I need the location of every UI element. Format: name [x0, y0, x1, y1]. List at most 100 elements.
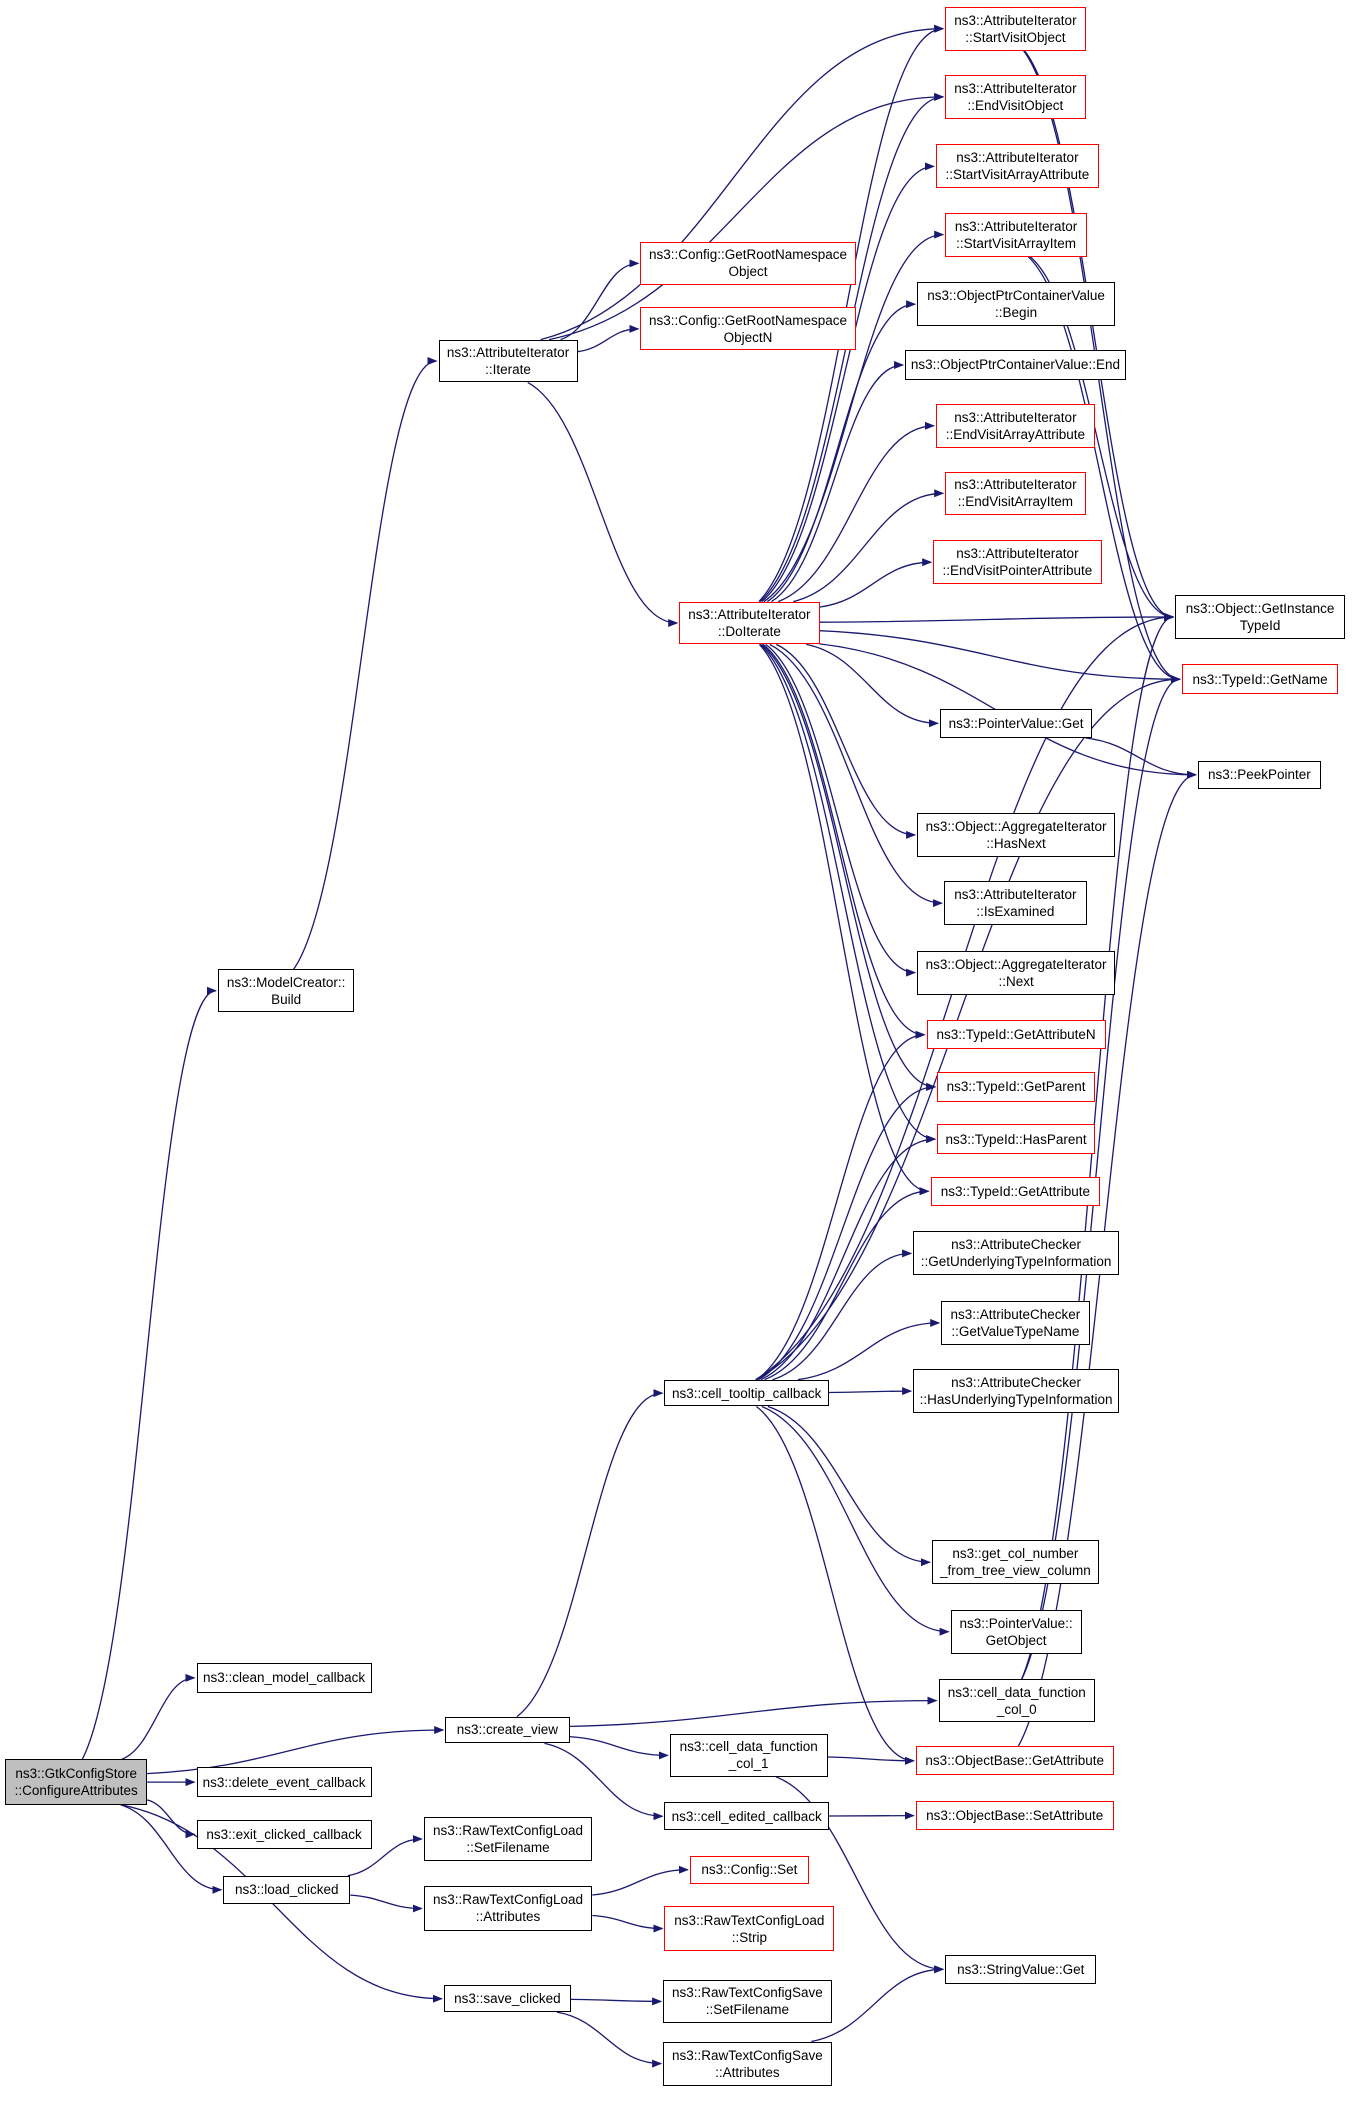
node-label-line: ns3::StringValue::Get [957, 1961, 1085, 1977]
node-typeid-getattrn[interactable]: ns3::TypeId::GetAttributeN [926, 1020, 1106, 1050]
node-label-line: ns3::AttributeIterator [446, 344, 570, 360]
node-cell-data-col0[interactable]: ns3::cell_data_function_col_0 [938, 1679, 1095, 1722]
node-ai-doiterate[interactable]: ns3::AttributeIterator::DoIterate [679, 601, 820, 645]
node-rtcl-setfilename[interactable]: ns3::RawTextConfigLoad::SetFilename [423, 1816, 593, 1862]
node-config-set[interactable]: ns3::Config::Set [689, 1855, 809, 1884]
node-label-line: ns3::AttributeChecker [951, 1375, 1081, 1391]
node-typeid-getparent[interactable]: ns3::TypeId::GetParent [937, 1072, 1095, 1102]
node-label-line: Build [271, 991, 302, 1007]
node-start-visit-object[interactable]: ns3::AttributeIterator::StartVisitObject [945, 6, 1086, 51]
node-label-line: ::ConfigureAttributes [14, 1783, 138, 1799]
edge-ai-iterate-to-ai-doiterate [527, 381, 679, 627]
node-modelcreator-build[interactable]: ns3::ModelCreator::Build [217, 969, 355, 1013]
node-label-line: ::StartVisitArrayItem [956, 235, 1076, 251]
node-label-line: ns3::RawTextConfigLoad [674, 1912, 825, 1928]
node-start-visit-array-item[interactable]: ns3::AttributeIterator::StartVisitArrayI… [945, 212, 1087, 257]
edge-create-view-to-cell-data-col1 [569, 1735, 669, 1760]
node-objbase-setattr[interactable]: ns3::ObjectBase::SetAttribute [915, 1800, 1114, 1831]
node-label-line: ns3::exit_clicked_callback [206, 1826, 362, 1842]
node-label-line: ::StartVisitArrayAttribute [945, 167, 1090, 183]
node-label-line: ::Begin [995, 305, 1038, 321]
node-rtcl-strip[interactable]: ns3::RawTextConfigLoad::Strip [664, 1906, 835, 1951]
edge-ai-doiterate-to-agg-next [765, 643, 917, 977]
node-label-line: ::HasNext [986, 835, 1046, 851]
edge-ai-doiterate-to-end-visit-pointer-attr [819, 558, 933, 608]
node-label-line: ::EndVisitObject [967, 97, 1064, 113]
edge-pointervalue-get-to-peekpointer [1085, 737, 1197, 779]
node-stringvalue-get[interactable]: ns3::StringValue::Get [945, 1954, 1097, 1985]
edge-ai-doiterate-to-agg-hasnext [776, 643, 917, 839]
edge-ai-doiterate-to-pointervalue-get [806, 643, 939, 728]
node-typeid-hasparent[interactable]: ns3::TypeId::HasParent [937, 1124, 1095, 1154]
node-get-col-number[interactable]: ns3::get_col_number_from_tree_view_colum… [931, 1540, 1099, 1585]
node-typeid-getattr[interactable]: ns3::TypeId::GetAttribute [930, 1176, 1101, 1206]
node-label-line: ::Attributes [715, 2064, 780, 2080]
node-rtcl-attributes[interactable]: ns3::RawTextConfigLoad::Attributes [423, 1886, 593, 1931]
node-label-line: ns3::AttributeIterator [954, 409, 1077, 425]
edge-ai-iterate-to-get-root-ns-n [577, 324, 640, 353]
edge-cell-tooltip-to-typeid-getattr [764, 1187, 930, 1381]
node-label-line: ::SetFilename [466, 1839, 550, 1855]
edge-cell-tooltip-to-ac-underlying-info [772, 1249, 913, 1381]
node-label-line: ns3::load_clicked [234, 1882, 339, 1898]
node-save-clicked[interactable]: ns3::save_clicked [443, 1985, 571, 2013]
edge-root-to-load-clicked [120, 1804, 223, 1894]
node-create-view[interactable]: ns3::create_view [445, 1716, 570, 1744]
edge-cell-tooltip-to-typeid-hasparent [760, 1135, 937, 1381]
node-cell-data-col1[interactable]: ns3::cell_data_function_col_1 [669, 1734, 828, 1777]
node-start-visit-array-attr[interactable]: ns3::AttributeIterator::StartVisitArrayA… [935, 144, 1099, 189]
node-label-line: ns3::AttributeChecker [950, 1306, 1081, 1322]
edge-ai-doiterate-to-ai-isexamined [769, 643, 943, 908]
node-rtcs-attributes[interactable]: ns3::RawTextConfigSave::Attributes [663, 2041, 832, 2086]
edge-cell-data-col1-to-stringvalue-get [775, 1776, 945, 1974]
node-label-line: ns3::TypeId::GetAttributeN [936, 1027, 1096, 1043]
node-label-line: ns3::save_clicked [454, 1991, 561, 2007]
node-end-visit-pointer-attr[interactable]: ns3::AttributeIterator::EndVisitPointerA… [933, 540, 1102, 585]
node-root: ns3::GtkConfigStore::ConfigureAttributes [5, 1759, 148, 1805]
node-clean-model[interactable]: ns3::clean_model_callback [196, 1663, 372, 1693]
edge-create-view-to-cell-tooltip [516, 1389, 664, 1718]
node-cell-tooltip[interactable]: ns3::cell_tooltip_callback [664, 1379, 829, 1407]
node-pointervalue-get[interactable]: ns3::PointerValue::Get [939, 708, 1093, 738]
node-ac-has-underlying[interactable]: ns3::AttributeChecker::HasUnderlyingType… [913, 1369, 1119, 1414]
edge-save-clicked-to-rtcs-setfilename [570, 1997, 663, 2006]
node-agg-next[interactable]: ns3::Object::AggregateIterator::Next [917, 950, 1115, 995]
edge-ai-doiterate-to-typeid-hasparent [759, 643, 937, 1144]
node-load-clicked[interactable]: ns3::load_clicked [223, 1875, 351, 1904]
node-opcv-end[interactable]: ns3::ObjectPtrContainerValue::End [905, 350, 1126, 380]
node-label-line: ns3::TypeId::GetName [1192, 671, 1328, 687]
node-pointervalue-getobject[interactable]: ns3::PointerValue::GetObject [950, 1609, 1082, 1654]
node-label-line: ns3::RawTextConfigLoad [432, 1892, 584, 1908]
node-exit-clicked[interactable]: ns3::exit_clicked_callback [196, 1819, 372, 1849]
node-end-visit-array-attr[interactable]: ns3::AttributeIterator::EndVisitArrayAtt… [935, 403, 1095, 448]
node-label-line: ns3::TypeId::HasParent [945, 1131, 1087, 1147]
node-ai-iterate[interactable]: ns3::AttributeIterator::Iterate [438, 339, 578, 383]
node-label-line: ::Strip [731, 1929, 767, 1945]
node-opcv-begin[interactable]: ns3::ObjectPtrContainerValue::Begin [917, 282, 1115, 327]
edge-cell-tooltip-to-pointervalue-getobject [761, 1405, 950, 1636]
edge-cell-tooltip-to-ac-has-underlying [828, 1387, 913, 1396]
node-ai-isexamined[interactable]: ns3::AttributeIterator::IsExamined [943, 881, 1087, 926]
node-label-line: ::StartVisitObject [965, 29, 1066, 45]
node-delete-event[interactable]: ns3::delete_event_callback [196, 1767, 372, 1797]
node-label-line: ::GetUnderlyingTypeInformation [920, 1254, 1112, 1270]
node-end-visit-array-item[interactable]: ns3::AttributeIterator::EndVisitArrayIte… [945, 471, 1086, 515]
node-label-line: ns3::RawTextConfigSave [671, 2047, 823, 2063]
node-cell-edited[interactable]: ns3::cell_edited_callback [664, 1802, 829, 1831]
node-ac-underlying-info[interactable]: ns3::AttributeChecker::GetUnderlyingType… [913, 1231, 1119, 1276]
node-label-line: ns3::Object::AggregateIterator [925, 956, 1107, 972]
node-end-visit-object[interactable]: ns3::AttributeIterator::EndVisitObject [945, 74, 1086, 119]
node-rtcs-setfilename[interactable]: ns3::RawTextConfigSave::SetFilename [663, 1980, 832, 2023]
edge-root-to-modelcreator-build [81, 986, 217, 1760]
node-label-line: ns3::PeekPointer [1207, 767, 1311, 783]
node-typeid-getname[interactable]: ns3::TypeId::GetName [1181, 664, 1339, 694]
node-peekpointer[interactable]: ns3::PeekPointer [1197, 760, 1321, 789]
node-agg-hasnext[interactable]: ns3::Object::AggregateIterator::HasNext [917, 812, 1115, 857]
node-label-line: ns3::cell_data_function [947, 1684, 1086, 1700]
node-label-line: ns3::cell_data_function [679, 1739, 818, 1755]
node-ac-valuetypename[interactable]: ns3::AttributeChecker::GetValueTypeName [941, 1300, 1090, 1345]
node-objbase-getattr[interactable]: ns3::ObjectBase::GetAttribute [915, 1746, 1114, 1776]
